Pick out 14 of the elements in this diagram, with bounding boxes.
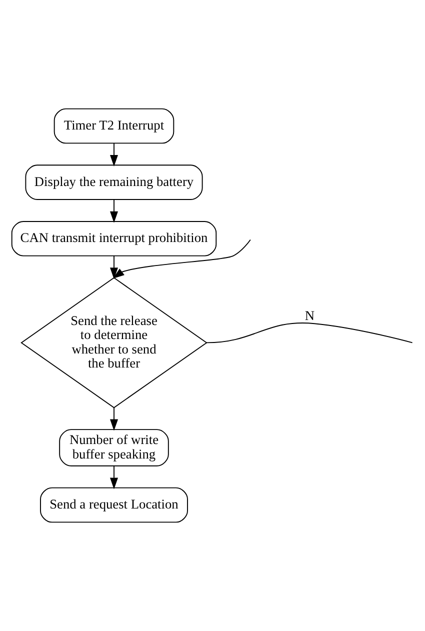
arrow (110, 142, 118, 166)
arrow (110, 256, 124, 280)
node-box: Send a request Location (40, 487, 188, 523)
node-box: Display the remaining battery (25, 164, 203, 200)
node-box: Timer T2 Interrupt (54, 108, 174, 144)
node-box: CAN transmit interrupt prohibition (11, 220, 217, 256)
arrow (110, 465, 118, 490)
connector (206, 322, 413, 344)
node-box: Number of write buffer speaking (59, 429, 169, 466)
arrow (110, 199, 118, 223)
node-diamond: Send the release to determine whether to send the buffer (20, 277, 208, 408)
arrow (112, 239, 251, 279)
arrow (110, 407, 118, 431)
edge-label: N (304, 308, 315, 323)
